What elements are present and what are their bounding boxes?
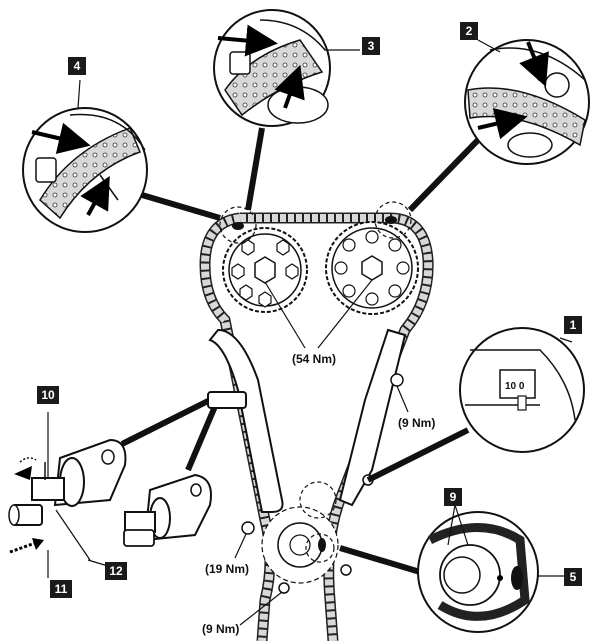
leader-bottom-bolt: [239, 591, 283, 626]
tensioner-plunger: [207, 391, 247, 409]
chain-tensioner-small: [123, 402, 219, 547]
right-cam-mark: [385, 216, 397, 224]
leader-cam-right: [317, 279, 373, 349]
leader-12: [87, 559, 109, 567]
callout-9: 9: [444, 488, 462, 506]
left-cam-mark: [232, 222, 244, 230]
leader-guide-lower: [234, 533, 247, 559]
torque-guide-upper: (9 Nm): [398, 416, 436, 430]
timing-mark-circle-left: [219, 206, 257, 244]
callout-12: 12: [105, 562, 127, 580]
leader-guide-upper: [396, 385, 409, 413]
detail-circle-3: [213, 9, 360, 211]
callout-1: 1: [564, 316, 582, 334]
callout-11: 11: [50, 580, 72, 598]
torque-guide-lower: (19 Nm): [205, 562, 250, 576]
intake-camshaft-sprocket: [222, 227, 308, 313]
detail-circle-5: [339, 504, 566, 633]
detail-1-mark-text: 10 0: [505, 381, 525, 392]
timing-mark-circle-right: [374, 201, 412, 239]
detail-circle-2: [407, 39, 590, 213]
crankshaft-sprocket: [261, 481, 352, 594]
detail-circle-4: [22, 79, 221, 233]
chain-tensioner-large: [8, 397, 212, 561]
exhaust-camshaft-sprocket: [325, 221, 419, 315]
callout-10: 10: [37, 386, 59, 404]
leader-cam-left: [264, 281, 306, 349]
callout-5: 5: [564, 568, 582, 586]
callout-3: 3: [362, 37, 380, 55]
callout-2: 2: [460, 22, 478, 40]
tensioner-rail: [208, 328, 284, 513]
torque-camshaft: (54 Nm): [292, 352, 337, 366]
guide-bolt-lower: [241, 521, 255, 535]
callout-4: 4: [68, 57, 86, 75]
detail-circle-1: 10 0: [366, 327, 585, 483]
rotation-arrows: [9, 457, 44, 554]
torque-bottom-bolt: (9 Nm): [202, 622, 240, 636]
